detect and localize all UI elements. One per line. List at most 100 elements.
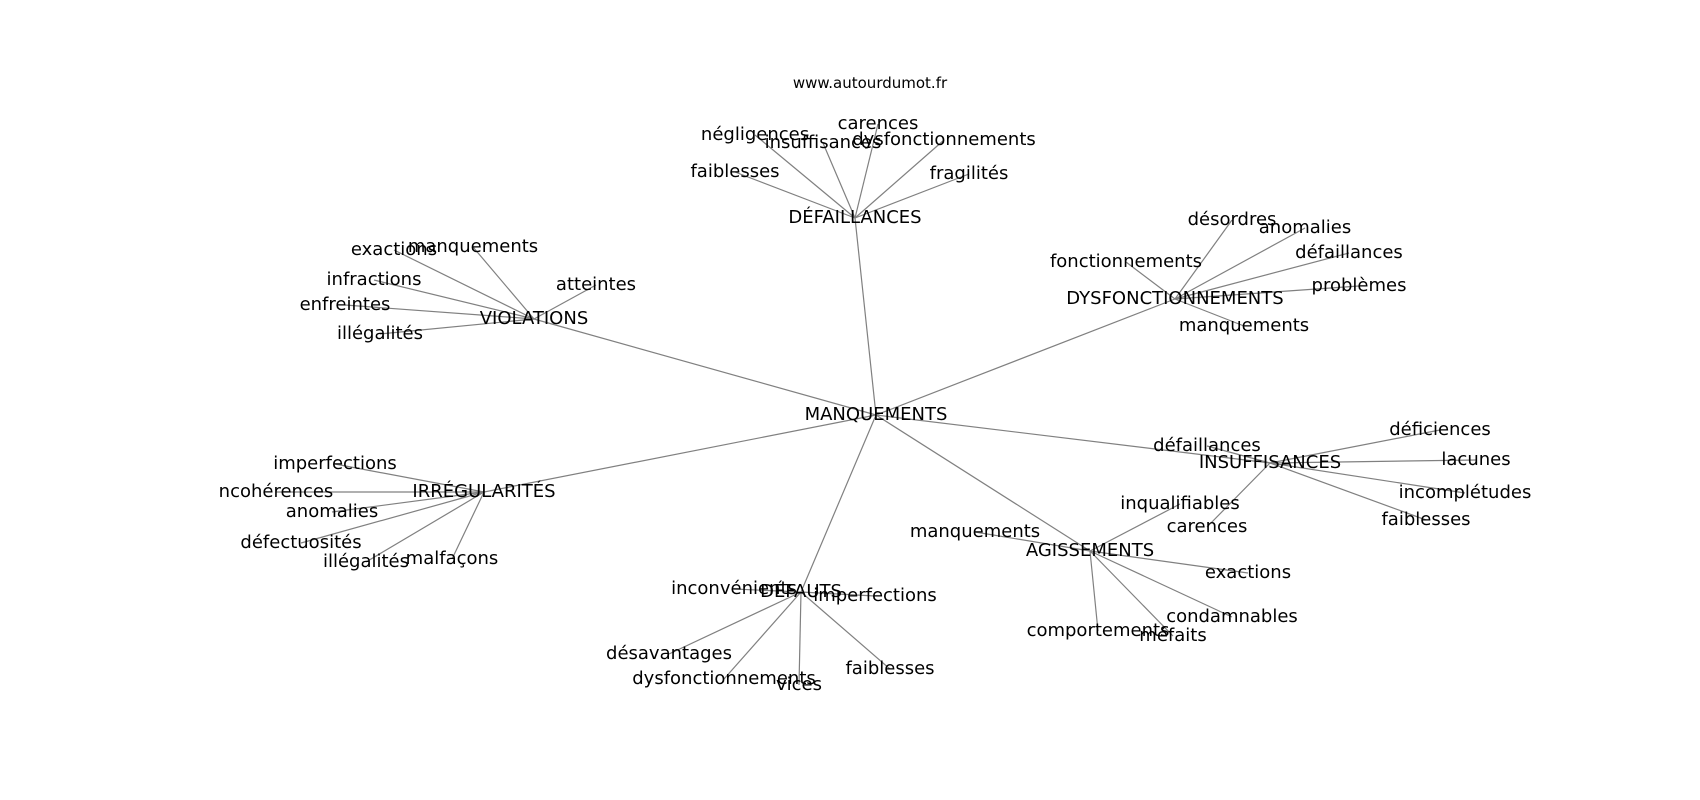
leaf-node: dysfonctionnements (632, 668, 816, 689)
edge-insuffisances-leaf (1269, 429, 1441, 464)
leaf-node: comportements (1027, 620, 1170, 641)
edge-center-agissements (875, 414, 1091, 552)
leaf-node: imperfections (813, 585, 937, 606)
edge-violations-leaf (393, 249, 535, 320)
leaf-node: vices (776, 674, 822, 695)
leaf-node: illégalités (323, 551, 409, 572)
edge-agissements-leaf (1089, 550, 1249, 574)
edge-violations-leaf (373, 279, 535, 320)
edge-defaillances-leaf (854, 123, 879, 219)
edge-defauts-leaf (733, 588, 802, 593)
leaf-node: défaillances (1295, 242, 1403, 263)
edge-violations-leaf (379, 318, 535, 335)
leaf-node: problèmes (1312, 275, 1407, 296)
edge-violations-leaf (533, 284, 597, 320)
leaf-node: fragilités (930, 163, 1009, 184)
edge-center-dysfonctionnements (875, 298, 1176, 416)
edge-irregularites-leaf (365, 491, 485, 563)
edge-dysfonctionnements-leaf (1174, 252, 1350, 300)
edge-defauts-leaf (798, 591, 802, 686)
edge-defauts-leaf (800, 591, 891, 670)
leaf-node: illégalités (337, 323, 423, 344)
leaf-node: condamnables (1166, 606, 1298, 627)
leaf-node: faiblesses (845, 658, 934, 679)
cluster-node-agissements: AGISSEMENTS (1026, 540, 1154, 561)
edge-dysfonctionnements-leaf (1174, 298, 1245, 327)
leaf-node: défectuosités (240, 532, 361, 553)
cluster-node-insuffisances: INSUFFISANCES (1199, 452, 1341, 473)
edge-agissements-leaf (1089, 503, 1181, 552)
leaf-node: malfaçons (406, 548, 499, 569)
edge-insuffisances-leaf (1269, 462, 1466, 494)
leaf-node: exactions (1205, 562, 1291, 583)
leaf-node: manquements (408, 236, 538, 257)
leaf-node: faiblesses (690, 161, 779, 182)
edge-insuffisances-leaf (1206, 445, 1271, 464)
label-layer: www.autourdumot.fr MANQUEMENTS DÉFAILLANC… (219, 74, 1532, 695)
cluster-node-violations: VIOLATIONS (480, 308, 589, 329)
edge-irregularites-leaf (334, 463, 485, 493)
edge-defaillances-leaf (854, 173, 970, 219)
edge-defauts-leaf (668, 591, 802, 655)
leaf-node: incomplétudes (1399, 482, 1532, 503)
edge-center-insuffisances (875, 414, 1271, 464)
edge-defaillances-leaf (754, 134, 856, 219)
edge-layer (276, 123, 1477, 686)
edge-defaillances-leaf (822, 142, 856, 219)
cluster-node-defauts: DÉFAUTS (760, 580, 842, 602)
leaf-node: anomalies (1259, 217, 1351, 238)
edge-dysfonctionnements-leaf (1125, 261, 1176, 300)
edge-agissements-leaf (1089, 550, 1099, 632)
center-node-label: MANQUEMENTS (805, 404, 948, 425)
leaf-node: insuffisances (765, 132, 882, 153)
leaf-node: imperfections (273, 453, 397, 474)
cluster-node-irregularites: IRRÉGULARITÉS (412, 480, 555, 502)
leaf-node: inconvénients (671, 578, 797, 599)
edge-irregularites-leaf (300, 491, 485, 544)
cluster-node-dysfonctionnements: DYSFONCTIONNEMENTS (1066, 288, 1283, 309)
leaf-node: infractions (327, 269, 422, 290)
leaf-node: carences (1167, 516, 1248, 537)
leaf-node: inqualifiables (1120, 493, 1240, 514)
leaf-node: fonctionnements (1050, 251, 1202, 272)
leaf-node: carences (838, 113, 919, 134)
edge-insuffisances-leaf (1206, 462, 1271, 528)
cluster-node-defaillances: DÉFAILLANCES (788, 206, 921, 228)
edge-irregularites-leaf (451, 491, 485, 560)
leaf-node: anomalies (286, 501, 378, 522)
leaf-node: atteintes (556, 274, 636, 295)
edge-center-violations (533, 318, 877, 416)
edge-center-defaillances (854, 217, 877, 416)
leaf-node: enfreintes (300, 294, 391, 315)
edge-center-irregularites (483, 414, 877, 493)
edge-center-defauts (800, 414, 877, 593)
leaf-node: faiblesses (1381, 509, 1470, 530)
leaf-node: désavantages (606, 643, 732, 664)
edge-defauts-leaf (723, 591, 802, 680)
edge-violations-leaf (472, 246, 535, 320)
leaf-node: manquements (1179, 315, 1309, 336)
edge-insuffisances-leaf (1269, 459, 1477, 464)
leaf-node: exactions (351, 239, 437, 260)
edge-defaillances-leaf (734, 171, 856, 219)
edge-defauts-leaf (800, 591, 876, 597)
edge-agissements-leaf (974, 531, 1091, 552)
leaf-node: désordres (1188, 209, 1277, 230)
edge-agissements-leaf (1089, 550, 1233, 618)
leaf-node: méfaits (1139, 625, 1206, 646)
leaf-node: ncohérences (219, 481, 334, 502)
leaf-node: dysfonctionnements (852, 129, 1036, 150)
leaf-node: négligences (701, 124, 809, 145)
leaf-node: lacunes (1441, 449, 1510, 470)
edge-dysfonctionnements-leaf (1174, 285, 1360, 300)
leaf-node: défaillances (1153, 435, 1261, 456)
leaf-node: déficiences (1389, 419, 1491, 440)
edge-insuffisances-leaf (1269, 462, 1427, 521)
edge-dysfonctionnements-leaf (1174, 219, 1233, 300)
edge-irregularites-leaf (331, 491, 485, 513)
source-url: www.autourdumot.fr (793, 74, 948, 92)
edge-agissements-leaf (1089, 550, 1174, 637)
leaf-node: manquements (910, 521, 1040, 542)
edge-dysfonctionnements-leaf (1174, 227, 1306, 300)
